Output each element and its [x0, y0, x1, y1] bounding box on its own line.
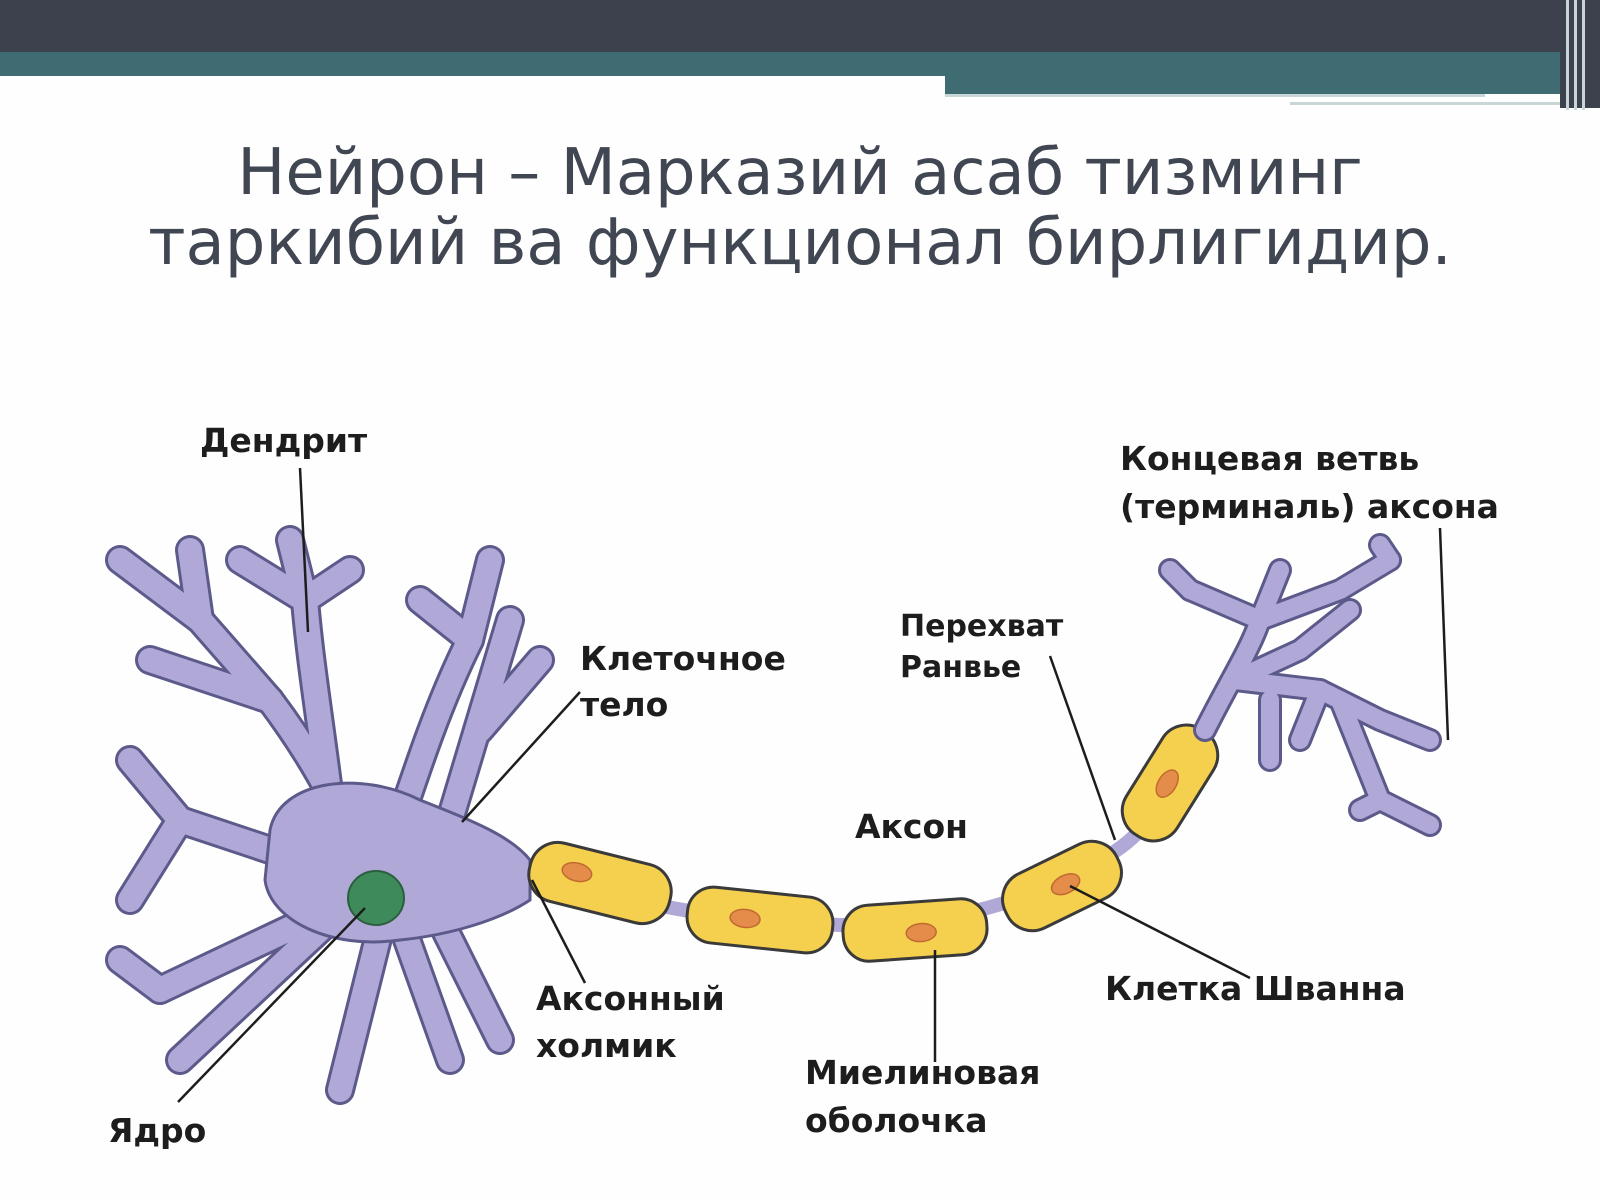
pointer-axon-hillock	[530, 879, 587, 984]
header-right-stripe	[1566, 0, 1569, 110]
label-ranvier-node: Ранвье	[900, 650, 1021, 685]
pointer-ranvier	[1048, 655, 1117, 841]
slide-title-line: Нейрон – Марказий асаб тизминг	[237, 136, 1363, 210]
header-dark-bar	[0, 0, 1600, 52]
label-myelin-sheath: Миелиновая	[805, 1053, 1040, 1092]
label-nucleus: Ядро	[108, 1111, 206, 1150]
header-teal-step	[945, 76, 1560, 94]
myelin-segment	[527, 840, 673, 926]
schwann-nucleus	[905, 922, 937, 943]
cell-body	[263, 781, 532, 944]
label-axon-hillock: холмик	[536, 1026, 677, 1065]
header-teal-bar	[0, 52, 1560, 76]
pointer-schwann	[1069, 884, 1251, 980]
pointer-nucleus	[177, 907, 366, 1103]
label-axon-terminal: (терминаль) аксона	[1120, 487, 1499, 526]
slide-title: Нейрон – Марказий асаб тизминг таркибий …	[0, 138, 1600, 278]
header-thin-line	[945, 94, 1485, 97]
pointer-cell-body	[461, 691, 581, 823]
header-thin-line	[1290, 102, 1570, 105]
pointer-lines	[177, 467, 1450, 1103]
pointer-terminal	[1438, 527, 1450, 741]
slide-title-line: таркибий ва функционал бирлигидир.	[148, 206, 1452, 280]
label-axon-terminal: Концевая ветвь	[1120, 439, 1419, 478]
schwann-nucleus	[1155, 769, 1180, 798]
pointer-dendrite	[298, 467, 310, 633]
schwann-nucleus	[561, 861, 593, 883]
schwann-nucleus	[1050, 873, 1081, 896]
label-myelin-sheath: оболочка	[805, 1101, 988, 1140]
label-axon: Аксон	[855, 807, 968, 846]
myelin-sheath	[527, 723, 1220, 963]
label-cell-body: тело	[580, 685, 668, 724]
label-axon-hillock: Аксонный	[536, 979, 725, 1018]
header-right-stripe	[1582, 0, 1585, 110]
label-schwann-cell: Клетка Шванна	[1105, 969, 1406, 1008]
label-cell-body: Клеточное	[580, 639, 786, 678]
header-right-stripe	[1574, 0, 1577, 110]
axon-terminal	[1158, 533, 1442, 837]
label-ranvier-node: Перехват	[900, 609, 1064, 644]
schwann-nucleus	[729, 908, 761, 929]
label-dendrite: Дендрит	[200, 421, 367, 460]
